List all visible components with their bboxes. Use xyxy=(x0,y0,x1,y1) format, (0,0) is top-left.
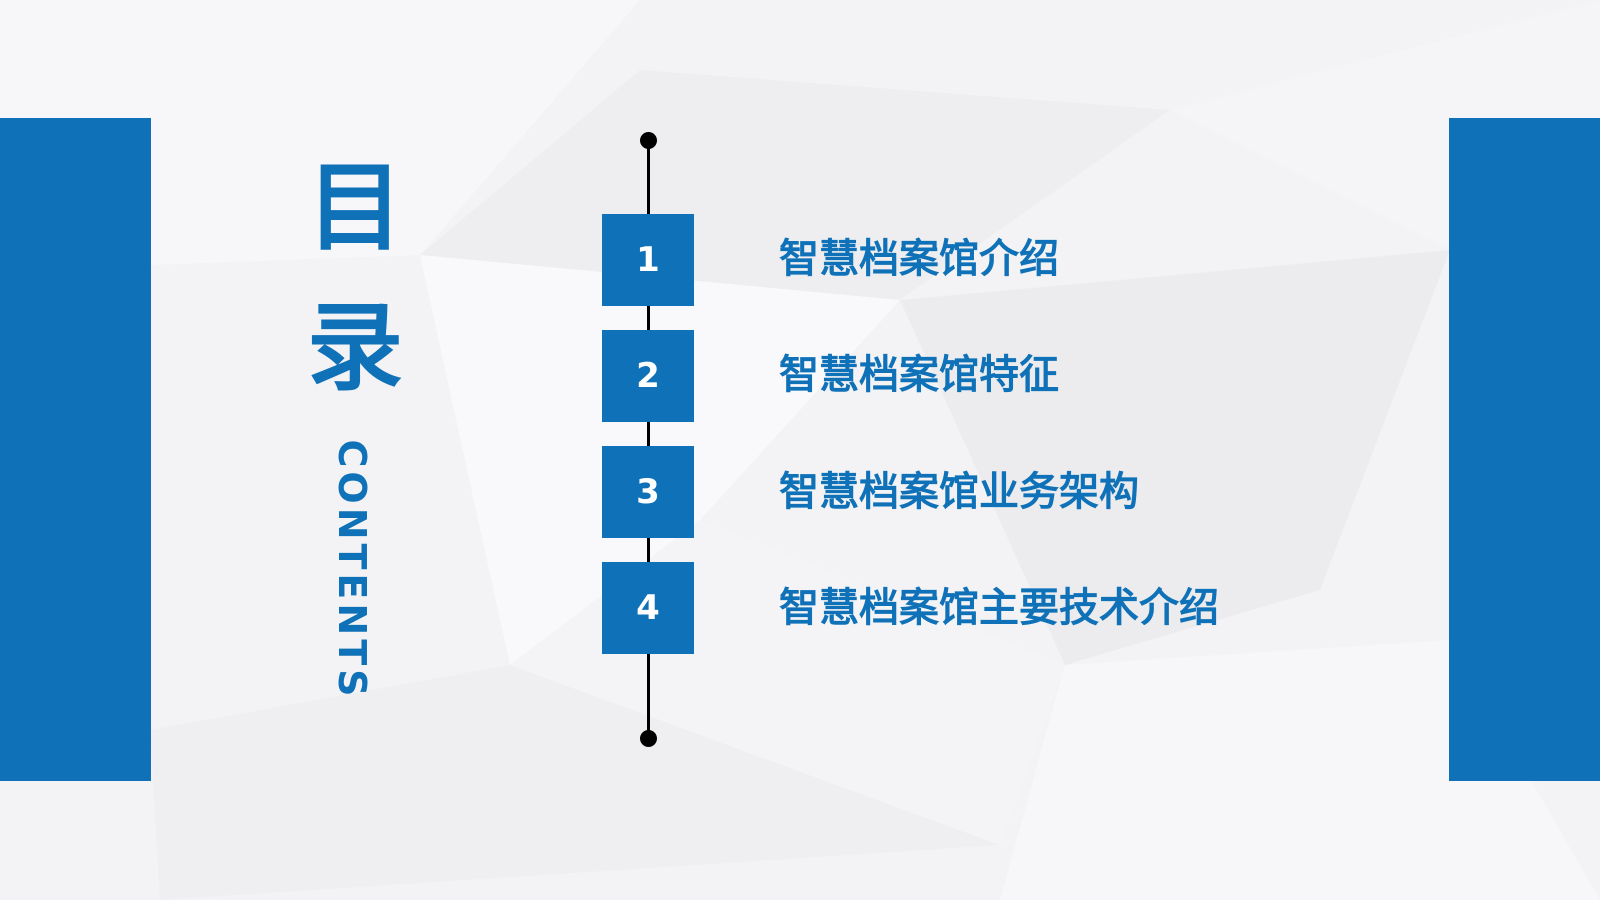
item-number-box: 4 xyxy=(602,562,694,654)
contents-subtitle: CONTENTS xyxy=(330,439,374,701)
title-char-1: 目 xyxy=(307,152,403,264)
timeline-bottom-dot xyxy=(640,730,657,747)
item-number-box: 1 xyxy=(602,214,694,306)
timeline-top-dot xyxy=(640,132,657,149)
item-number-box: 2 xyxy=(602,330,694,422)
item-number-box: 3 xyxy=(602,446,694,538)
toc-item[interactable]: 智慧档案馆业务架构 xyxy=(779,469,1139,515)
toc-item[interactable]: 智慧档案馆介绍 xyxy=(779,236,1059,282)
left-accent-bar xyxy=(0,118,151,781)
right-accent-bar xyxy=(1449,118,1600,781)
timeline-line xyxy=(647,141,650,739)
toc-item[interactable]: 智慧档案馆主要技术介绍 xyxy=(779,585,1219,631)
toc-item[interactable]: 智慧档案馆特征 xyxy=(779,352,1059,398)
title-char-2: 录 xyxy=(307,292,403,404)
